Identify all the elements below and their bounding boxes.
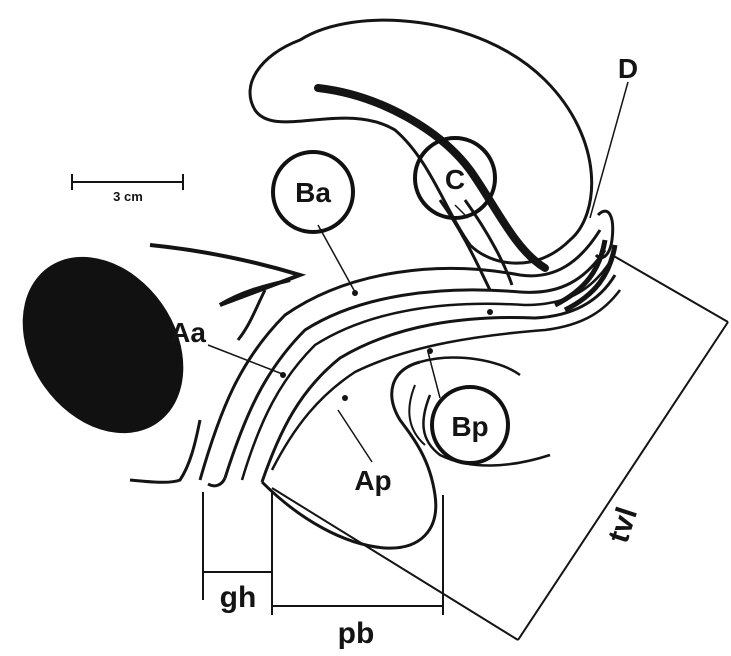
label-pb: pb [338,617,375,650]
label-c: C [445,164,465,195]
label-aa: Aa [170,317,206,348]
scale-bar-label: 3 cm [113,189,143,204]
label-tvl: tvl [602,503,644,546]
posterior-vaginal-wall-2 [272,290,620,470]
label-d: D [618,53,638,84]
uterus-outline [250,20,592,263]
perineal-body [262,362,436,548]
label-gh: gh [220,581,257,614]
scale-bar: 3 cm [72,174,183,204]
bladder-wedge [150,245,300,305]
anterior-vaginal-wall-3 [242,262,610,480]
vestibule [130,420,225,486]
label-bp: Bp [451,411,488,442]
label-ap: Ap [354,465,391,496]
label-ba: Ba [295,177,331,208]
